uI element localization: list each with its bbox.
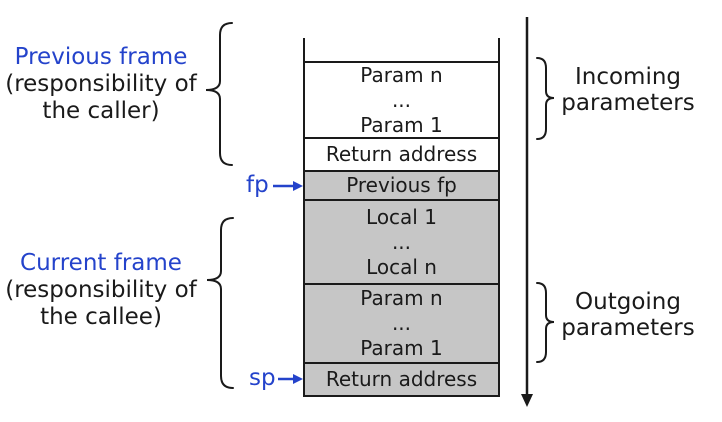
cell-ellipsis: ... xyxy=(391,311,412,335)
outgoing-line2: parameters xyxy=(561,315,695,341)
fp-arrow-icon xyxy=(273,181,303,191)
cell-ellipsis: ... xyxy=(391,229,412,254)
current-frame-title: Current frame xyxy=(20,250,182,276)
cell-line: Param n xyxy=(360,62,443,87)
previous-frame-label: Previous frame (responsibility of the ca… xyxy=(2,44,200,125)
sp-arrow-icon xyxy=(278,374,303,384)
outgoing-line1: Outgoing xyxy=(575,289,681,315)
fp-pointer-label: fp xyxy=(246,172,269,198)
locals-cell: Local 1 ... Local n xyxy=(303,199,500,285)
outgoing-params-cell: Param n ... Param 1 xyxy=(303,283,500,364)
return-address-callee-cell: Return address xyxy=(303,362,500,397)
stack-open-top xyxy=(303,38,500,63)
previous-frame-sub1: (responsibility of xyxy=(5,71,197,97)
cell-line: Local n xyxy=(366,254,437,279)
current-frame-label: Current frame (responsibility of the cal… xyxy=(2,250,200,331)
sp-pointer-label: sp xyxy=(249,365,276,391)
cell-line: Previous fp xyxy=(346,173,457,197)
cell-line: Param n xyxy=(360,286,443,310)
incoming-line1: Incoming xyxy=(574,64,682,90)
previous-frame-brace xyxy=(205,22,233,166)
current-frame-sub2: the callee) xyxy=(40,304,162,330)
outgoing-parameters-label: Outgoing parameters xyxy=(558,289,698,341)
return-address-caller-cell: Return address xyxy=(303,137,500,172)
cell-line: Return address xyxy=(325,142,478,166)
cell-line: Local 1 xyxy=(366,204,437,229)
cell-line: Return address xyxy=(325,367,478,391)
stack-growth-arrow-icon xyxy=(521,17,533,407)
incoming-line2: parameters xyxy=(561,90,695,116)
previous-fp-cell: Previous fp xyxy=(303,170,500,201)
cell-line: Param 1 xyxy=(360,336,443,360)
stack: Param n ... Param 1 Return address Previ… xyxy=(303,38,500,397)
outgoing-parameters-brace xyxy=(536,282,555,363)
current-frame-sub1: (responsibility of xyxy=(5,277,197,303)
cell-ellipsis: ... xyxy=(391,87,412,112)
incoming-parameters-brace xyxy=(536,57,555,140)
cell-line: Param 1 xyxy=(360,112,443,137)
incoming-params-cell: Param n ... Param 1 xyxy=(303,61,500,139)
current-frame-brace xyxy=(206,217,234,389)
previous-frame-sub2: the caller) xyxy=(42,98,160,124)
incoming-parameters-label: Incoming parameters xyxy=(558,64,698,116)
previous-frame-title: Previous frame xyxy=(14,44,188,70)
